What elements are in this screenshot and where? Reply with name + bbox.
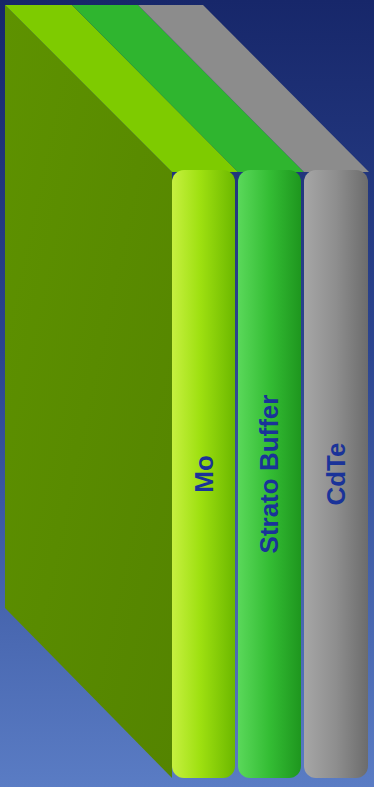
layer-label: CdTe (323, 442, 349, 505)
layer-label: Strato Buffer (257, 395, 283, 554)
layer-band: Strato Buffer (238, 170, 301, 778)
cdte-top-face (138, 5, 369, 172)
layer-band: Mo (172, 170, 235, 778)
layer-band: CdTe (304, 170, 368, 778)
layer-label: Mo (190, 455, 216, 493)
